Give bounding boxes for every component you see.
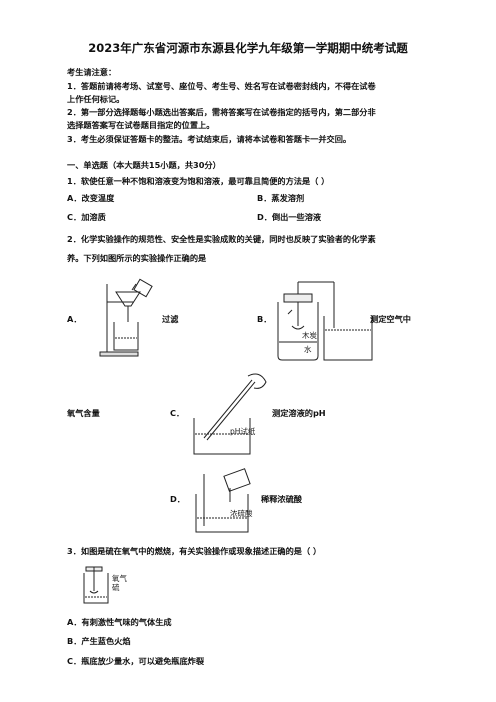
notice-line-2: 上作任何标记。 [67,94,125,104]
q3-option-b: B．产生蓝色火焰 [67,636,131,646]
q2-a-caption: 过滤 [162,314,179,324]
sulfur-combustion-image: 氧气 硫 [83,566,127,604]
q2-b-letter: B． [257,314,272,324]
q1-option-c: C．加溶质 [67,212,106,222]
b-label-carbon: 木炭 [302,330,317,340]
q2-a-letter: A． [67,314,82,324]
q3-label-sulfur: 硫 [112,582,120,592]
notice-heading: 考生请注意： [67,67,117,77]
q2-b-caption: 测定空气中 [370,314,411,324]
q2-c-caption: 测定溶液的pH [272,408,326,418]
c-label-ph-paper: pH试纸 [230,426,256,436]
notice-line-3: 2．第一部分选择题每小题选出答案后，需将答案写在试卷指定的括号内，第二部分非 [67,107,376,117]
q3-option-a: A．有刺激性气味的气体生成 [67,617,172,627]
q2-stem-line-2: 养。下列如图所示的实验操作正确的是 [67,253,207,263]
filtration-apparatus-image [99,278,153,357]
q2-d-letter: D． [170,494,185,504]
b-label-water: 水 [304,344,312,354]
q1-option-b: B．蒸发溶剂 [257,193,305,203]
q1-option-a: A．改变温度 [67,193,115,203]
ph-test-apparatus-image: pH试纸 [193,373,267,455]
notice-line-5: 3．考生必须保证答题卡的整洁。考试结束后，请将本试卷和答题卡一并交回。 [67,134,352,144]
d-label-acid: 浓硫酸 [230,508,253,518]
q2-stem-line-1: 2．化学实验操作的规范性、安全性是实验成败的关键，同时也反映了实验者的化学素 [67,234,376,244]
page-title: 2023年广东省河源市东源县化学九年级第一学期期中统考试题 [88,41,408,55]
section-heading: 一、单选题（本大题共15小题，共30分） [67,160,221,170]
q3-label-oxygen: 氧气 [112,573,127,583]
dilute-acid-apparatus-image: 浓硫酸 [195,468,253,533]
q3-stem: 3．如图是硫在氧气中的燃烧，有关实验操作或现象描述正确的是（ ） [67,546,322,556]
q1-option-d: D．倒出一些溶液 [257,212,322,222]
q2-c-letter: C． [170,408,185,418]
notice-line-4: 选择题答案写在试卷题目指定的位置上。 [67,120,215,130]
oxygen-content-apparatus-image: 木炭 水 [277,281,373,361]
q3-option-c: C．瓶底放少量水，可以避免瓶底炸裂 [67,656,205,666]
q2-b-caption-continued: 氧气含量 [67,408,100,418]
q1-stem: 1．软使任意一种不饱和溶液变为饱和溶液，最可靠且简便的方法是（ ） [67,176,330,186]
notice-line-1: 1．答题前请将考场、试室号、座位号、考生号、姓名写在试卷密封线内，不得在试卷 [67,81,376,91]
q2-d-caption: 稀释浓硫酸 [261,494,302,504]
